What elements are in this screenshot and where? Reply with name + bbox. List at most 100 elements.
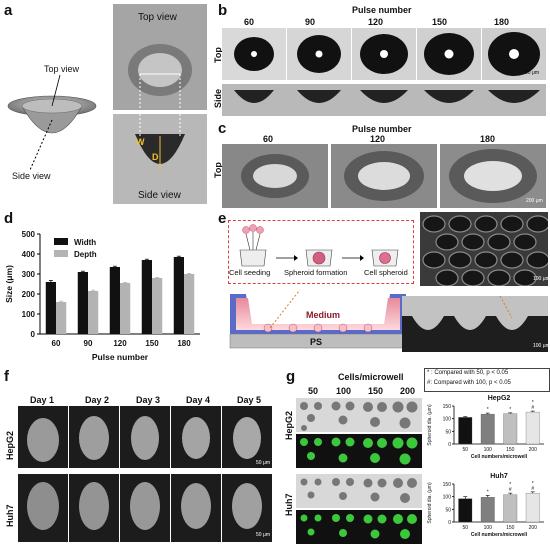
row-hepg2-g: HepG2: [284, 410, 294, 440]
bar-width: [173, 257, 184, 334]
y-tick-label: 0: [448, 442, 451, 448]
col-label-150: 150: [368, 386, 384, 396]
y-tick-label: 50: [445, 507, 451, 513]
bar-width: [141, 260, 152, 334]
bar-depth: [56, 302, 67, 334]
pulse-number-title-c: Pulse number: [352, 124, 412, 134]
scale-bar-f2: 50 μm: [256, 532, 270, 538]
panel-e-letter: e: [218, 210, 227, 227]
bar: [480, 413, 495, 445]
pulse-label-b-180: 180: [494, 17, 510, 27]
legend-label-depth: Depth: [74, 250, 97, 259]
side-view-image: [113, 114, 207, 204]
legend-label-width: Width: [74, 238, 96, 247]
y-tick-label: 150: [443, 482, 452, 488]
col-label-200: 200: [400, 386, 416, 396]
bar: [458, 417, 473, 445]
y-axis-label: Size (μm): [4, 265, 14, 303]
sem-microwell-array: [420, 212, 548, 286]
col-label-50: 50: [308, 386, 319, 396]
scale-bar-e2: 100 μm: [533, 343, 550, 349]
hepg2-brightfield: [296, 398, 422, 432]
significance-marker: *: [487, 407, 489, 413]
x-tick-label: 150: [145, 339, 159, 348]
significance-marker: *: [532, 400, 534, 406]
x-tick-label: 200: [529, 525, 538, 531]
top-view-title: Top view: [138, 12, 177, 23]
top-view-image: [113, 4, 207, 110]
step-spheroid-formation: Spheroid formation: [284, 268, 348, 277]
scale-bar-c: 200 μm: [526, 198, 543, 204]
hepg2-fluorescence: [296, 434, 422, 468]
x-tick-label: 100: [484, 525, 493, 531]
top-row: [222, 28, 546, 80]
pulse-number-title-b: Pulse number: [352, 5, 412, 15]
side-profile-array: [402, 296, 548, 352]
chart-title: HepG2: [488, 395, 511, 402]
hepg2-row: [18, 406, 272, 468]
significance-marker: *: [532, 481, 534, 487]
panel-d-letter: d: [4, 210, 14, 227]
step-cell-spheroid: Cell spheroid: [364, 268, 408, 277]
significance-marker: *: [509, 482, 511, 488]
side-row: [222, 84, 546, 116]
y-axis-label: Spheroid dia. (μm): [427, 404, 433, 446]
bar: [503, 413, 518, 445]
bar-depth: [152, 278, 163, 334]
panel-g-letter: g: [286, 368, 296, 385]
bar: [480, 497, 495, 523]
workflow-diagram: [239, 224, 399, 267]
bar-depth: [120, 283, 131, 334]
col-label-100: 100: [336, 386, 352, 396]
row-huh7-g: Huh7: [284, 493, 294, 517]
x-tick-label: 150: [506, 525, 515, 531]
x-tick-label: 150: [506, 447, 515, 453]
significance-marker: *: [509, 407, 511, 413]
day-label-5: Day 5: [237, 395, 262, 405]
panel-b-letter: b: [218, 2, 228, 19]
y-tick-label: 100: [443, 417, 452, 423]
y-tick-label: 500: [22, 230, 36, 239]
pulse-label-b-60: 60: [244, 17, 255, 27]
top-view-label: Top view: [44, 64, 80, 74]
y-tick-label: 300: [22, 270, 36, 279]
huh7-brightfield: [296, 474, 422, 508]
pulse-label-b-120: 120: [368, 17, 384, 27]
panel-f-letter: f: [4, 368, 9, 385]
huh7-row: [18, 474, 272, 542]
day-label-3: Day 3: [136, 395, 161, 405]
y-tick-label: 200: [22, 290, 36, 299]
ps-label: PS: [310, 337, 323, 347]
medium-label: Medium: [306, 310, 341, 320]
y-tick-label: 100: [443, 495, 452, 501]
day-label-2: Day 2: [85, 395, 110, 405]
x-tick-label: 60: [52, 339, 61, 348]
spheroid-brightfield-fluorescence-grid: [296, 398, 422, 544]
bar-width: [109, 267, 120, 334]
microwell-3d-schematic: [7, 74, 97, 171]
x-tick-label: 100: [484, 447, 493, 453]
pulse-label-c-120: 120: [370, 134, 386, 144]
x-axis-label: Cell numbers/microwell: [471, 454, 528, 460]
panel-c-letter: c: [218, 120, 227, 137]
y-tick-label: 50: [445, 429, 451, 435]
y-tick-label: 400: [22, 250, 36, 259]
pulse-label-c-60: 60: [263, 134, 274, 144]
bar: [503, 494, 518, 523]
side-view-title: Side view: [138, 190, 181, 201]
stats-legend-line1: * : Compared with 50, p < 0.05: [427, 370, 509, 376]
spheroid-day-images: [18, 406, 272, 542]
x-tick-label: 50: [462, 447, 468, 453]
y-axis-label: Spheroid dia. (μm): [427, 482, 433, 524]
x-tick-label: 120: [113, 339, 127, 348]
y-tick-label: 0: [448, 520, 451, 526]
workflow-box: [228, 220, 414, 284]
side-view-label: Side view: [12, 171, 51, 181]
y-tick-label: 0: [31, 330, 36, 339]
day-label-4: Day 4: [186, 395, 211, 405]
pulse-label-b-150: 150: [432, 17, 448, 27]
legend-swatch-depth: [54, 250, 68, 257]
bar: [525, 411, 540, 445]
